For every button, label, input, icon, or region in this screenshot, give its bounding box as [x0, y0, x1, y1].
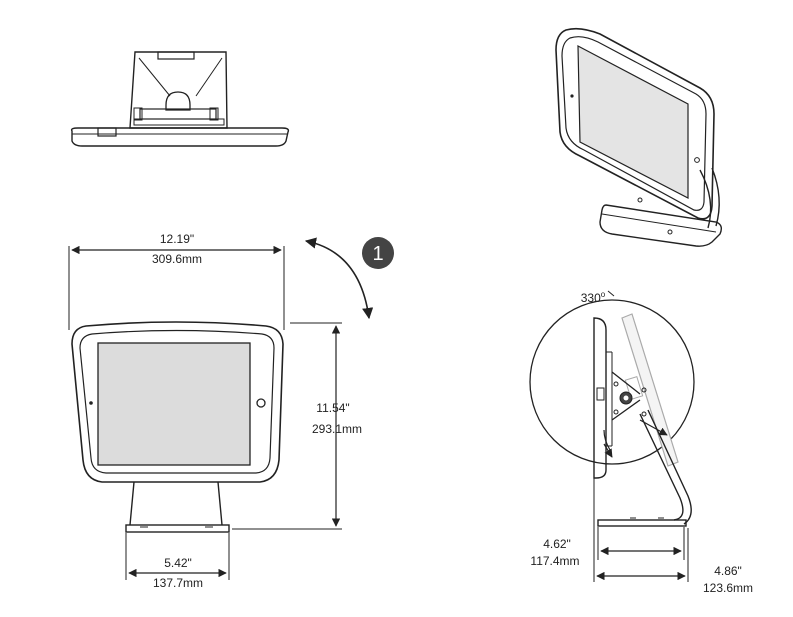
front-camera	[89, 401, 93, 405]
tilt-angle-label: 330o	[581, 290, 606, 305]
iso-screen	[577, 44, 689, 199]
front-frame-outer	[71, 321, 284, 483]
isometric-view	[555, 27, 723, 247]
front-base	[125, 524, 230, 533]
side-view: 330o	[529, 290, 695, 527]
top-view-latch	[97, 127, 117, 137]
top-view-pillar	[129, 51, 228, 129]
front-pillar	[129, 481, 223, 526]
iso-arm	[699, 167, 720, 229]
top-view	[70, 51, 290, 147]
front-home-button-icon	[256, 398, 266, 408]
step-badge-number: 1	[372, 243, 383, 265]
reach-inches-label: 4.86"	[714, 564, 742, 578]
front-view	[71, 321, 284, 533]
depth-mm-label: 117.4mm	[530, 554, 579, 568]
depth-inches-label: 4.62"	[543, 537, 571, 551]
top-view-base	[70, 127, 290, 147]
side-base	[597, 519, 687, 527]
front-screen	[97, 342, 251, 466]
height-inches-label: 11.54"	[316, 401, 349, 415]
front-frame-inner	[79, 329, 275, 474]
rotation-indicator: 1	[304, 237, 394, 320]
iso-base	[599, 204, 723, 247]
base-dimension: 5.42" 137.7mm	[125, 533, 230, 590]
reach-mm-label: 123.6mm	[703, 581, 753, 595]
step-badge	[362, 237, 394, 269]
base-inches-label: 5.42"	[164, 556, 192, 570]
reach-dimension: 4.86" 123.6mm	[593, 478, 753, 595]
upright-tablet	[593, 317, 607, 479]
depth-dimension: 4.62" 117.4mm	[530, 527, 685, 568]
base-mm-label: 137.7mm	[153, 576, 203, 590]
iso-frame-outer	[555, 27, 715, 220]
height-dimension: 11.54" 293.1mm	[232, 322, 362, 530]
width-mm-label: 309.6mm	[152, 252, 202, 266]
top-view-knob	[165, 91, 191, 111]
height-mm-label: 293.1mm	[312, 422, 362, 436]
width-dimension: 12.19" 309.6mm	[68, 232, 285, 330]
tilt-range-circle	[529, 299, 695, 465]
rotation-arrow	[304, 237, 374, 320]
width-inches-label: 12.19"	[160, 232, 194, 246]
